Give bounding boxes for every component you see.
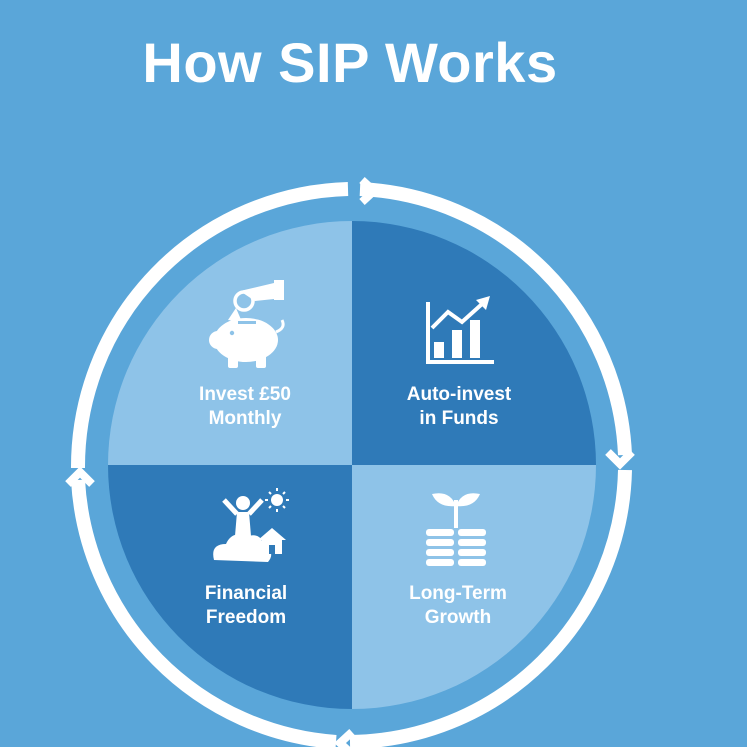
step-label-auto-invest: Auto-invest in Funds <box>407 384 512 429</box>
step-label-line1: Auto-invest <box>407 384 512 405</box>
arrow-left-icon <box>65 466 95 487</box>
quadrant-freedom <box>108 465 352 709</box>
step-label-growth: Long-Term Growth <box>409 583 507 628</box>
sprout-coins-icon <box>426 493 486 566</box>
arrow-bottom-icon <box>334 729 355 747</box>
ring-arc-top-left <box>70 182 349 469</box>
step-label-line2: Growth <box>425 607 492 628</box>
step-label-line1: Financial <box>205 583 287 604</box>
ring-arc-top-right <box>359 182 632 456</box>
ring-arc-bottom-left <box>71 479 337 747</box>
step-label-line2: Freedom <box>206 607 286 628</box>
step-label-line1: Long-Term <box>409 583 507 604</box>
step-label-line1: Invest £50 <box>199 384 291 405</box>
ring-arc-bottom-right <box>349 469 632 747</box>
step-label-line2: in Funds <box>419 408 498 429</box>
arrow-right-icon <box>605 449 635 470</box>
page-title: How SIP Works <box>142 31 558 94</box>
piggy-bank-coin-icon <box>209 280 285 368</box>
step-label-line2: Monthly <box>209 408 282 429</box>
step-label-freedom: Financial Freedom <box>205 583 287 628</box>
quadrants <box>108 221 596 709</box>
step-label-invest: Invest £50 Monthly <box>199 384 291 429</box>
cycle-ring <box>70 182 632 747</box>
person-cloud-house-icon <box>213 488 289 562</box>
arrow-top-icon <box>359 177 380 205</box>
quadrant-growth <box>352 465 596 709</box>
growth-chart-icon <box>426 296 494 364</box>
ring-arrows <box>65 177 635 747</box>
